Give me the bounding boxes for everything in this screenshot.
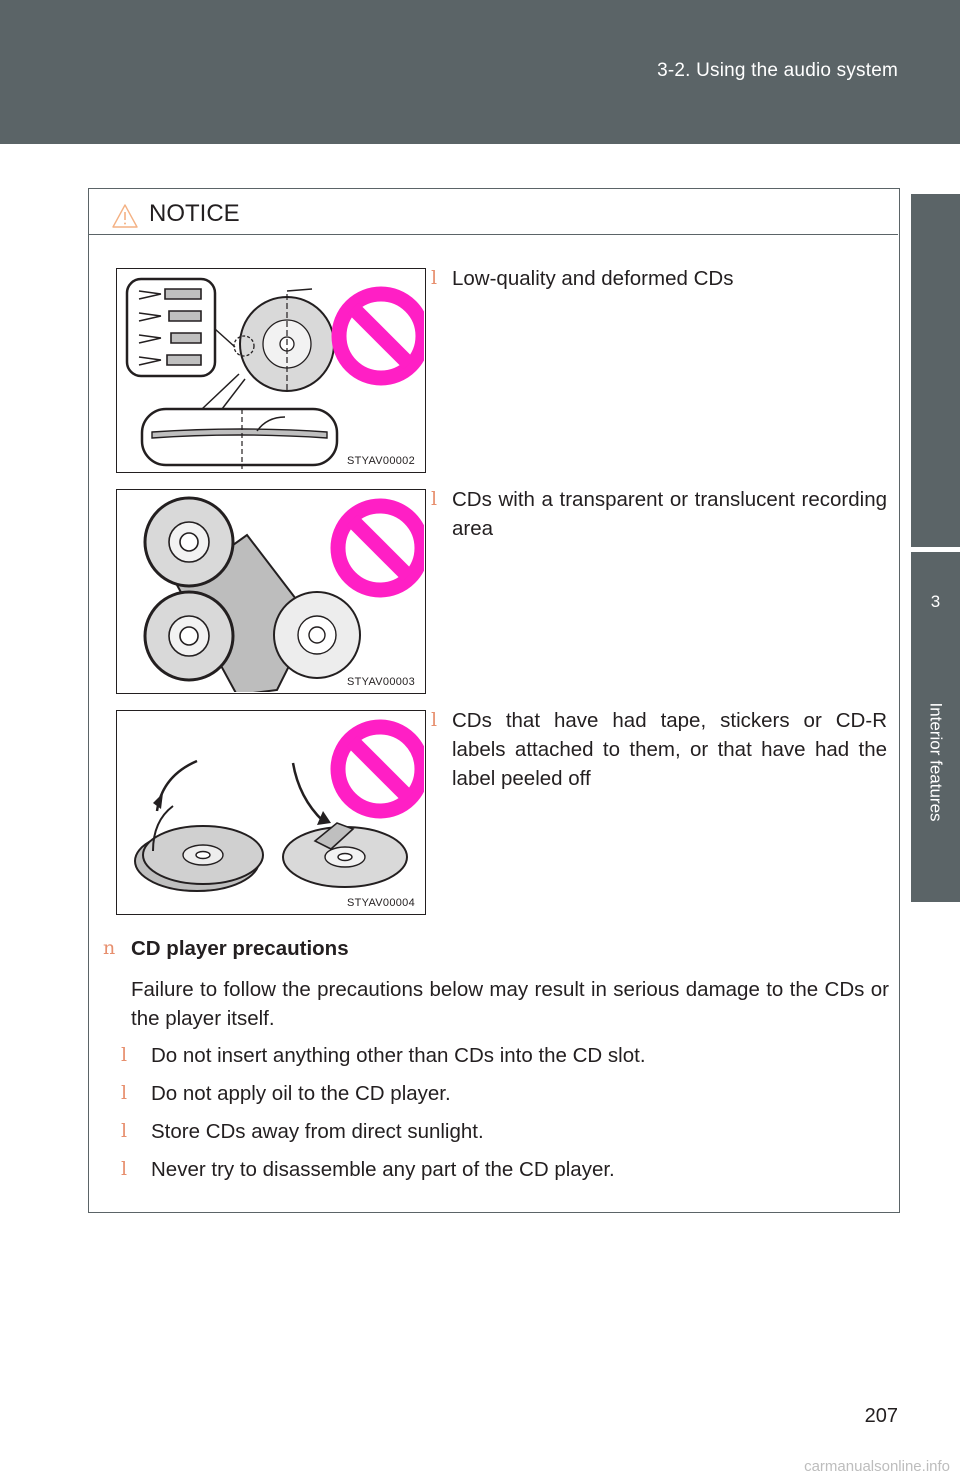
precautions-list: l Do not insert anything other than CDs … (121, 1041, 861, 1193)
figure-code: STYAV00003 (346, 676, 415, 688)
page-number: 207 (864, 1405, 898, 1427)
section-body: Failure to follow the precautions below … (131, 978, 889, 1030)
section-heading-text: CD player precautions (131, 937, 349, 960)
warning-icon (112, 204, 138, 228)
header-title: 3-2. Using the audio system (657, 60, 898, 81)
notice-box: NOTICE STYAV00 (88, 188, 900, 1213)
bullet-marker: l (431, 709, 438, 731)
bullet-marker: l (121, 1120, 128, 1142)
bullet-marker: l (121, 1044, 128, 1066)
list-item-text: Do not apply oil to the CD player. (151, 1082, 451, 1105)
page-header: 3-2. Using the audio system (0, 0, 960, 144)
list-item-text: Store CDs away from direct sunlight. (151, 1120, 484, 1143)
watermark: carmanualsonline.info (804, 1458, 950, 1475)
notice-header: NOTICE (89, 189, 898, 235)
bullet-transparent-cds: l CDs with a transparent or translucent … (427, 485, 887, 543)
figure-labeled-cds: STYAV00004 (116, 710, 426, 915)
bullet-marker: l (431, 267, 438, 289)
side-tab: 3 Interior features (911, 552, 960, 902)
bullet-marker: l (431, 488, 438, 510)
bullet-marker: l (121, 1082, 128, 1104)
bullet-labeled-cds: l CDs that have had tape, stickers or CD… (427, 706, 887, 793)
illustration-labeled-cds (134, 719, 424, 892)
list-item: l Never try to disassemble any part of t… (121, 1155, 861, 1193)
side-tab-label: Interior features (926, 702, 946, 822)
illustration-transparent-cds (143, 496, 424, 692)
figure-transparent-cds: STYAV00003 (116, 489, 426, 694)
bullet-text: Low-quality and deformed CDs (452, 267, 734, 290)
side-tab-spacer (911, 194, 960, 547)
section-heading: n CD player precautions (103, 937, 349, 961)
bullet-text: CDs with a transparent or translucent re… (452, 488, 887, 540)
list-item: l Do not apply oil to the CD player. (121, 1079, 861, 1117)
section-marker: n (103, 937, 116, 959)
notice-title: NOTICE (149, 200, 240, 227)
figure-code: STYAV00002 (346, 455, 415, 467)
list-item-text: Do not insert anything other than CDs in… (151, 1044, 646, 1067)
list-item: l Store CDs away from direct sunlight. (121, 1117, 861, 1155)
bullet-marker: l (121, 1158, 128, 1180)
figure-deformed-cds: STYAV00002 (116, 268, 426, 473)
figure-code: STYAV00004 (346, 897, 415, 909)
list-item-text: Never try to disassemble any part of the… (151, 1158, 615, 1181)
bullet-deformed-cds: l Low-quality and deformed CDs (427, 264, 887, 293)
bullet-text: CDs that have had tape, stickers or CD-R… (452, 709, 887, 790)
list-item: l Do not insert anything other than CDs … (121, 1041, 861, 1079)
illustration-deformed-cds (125, 277, 424, 469)
side-tab-label-wrap: Interior features (911, 652, 960, 872)
side-tab-number: 3 (930, 592, 941, 611)
